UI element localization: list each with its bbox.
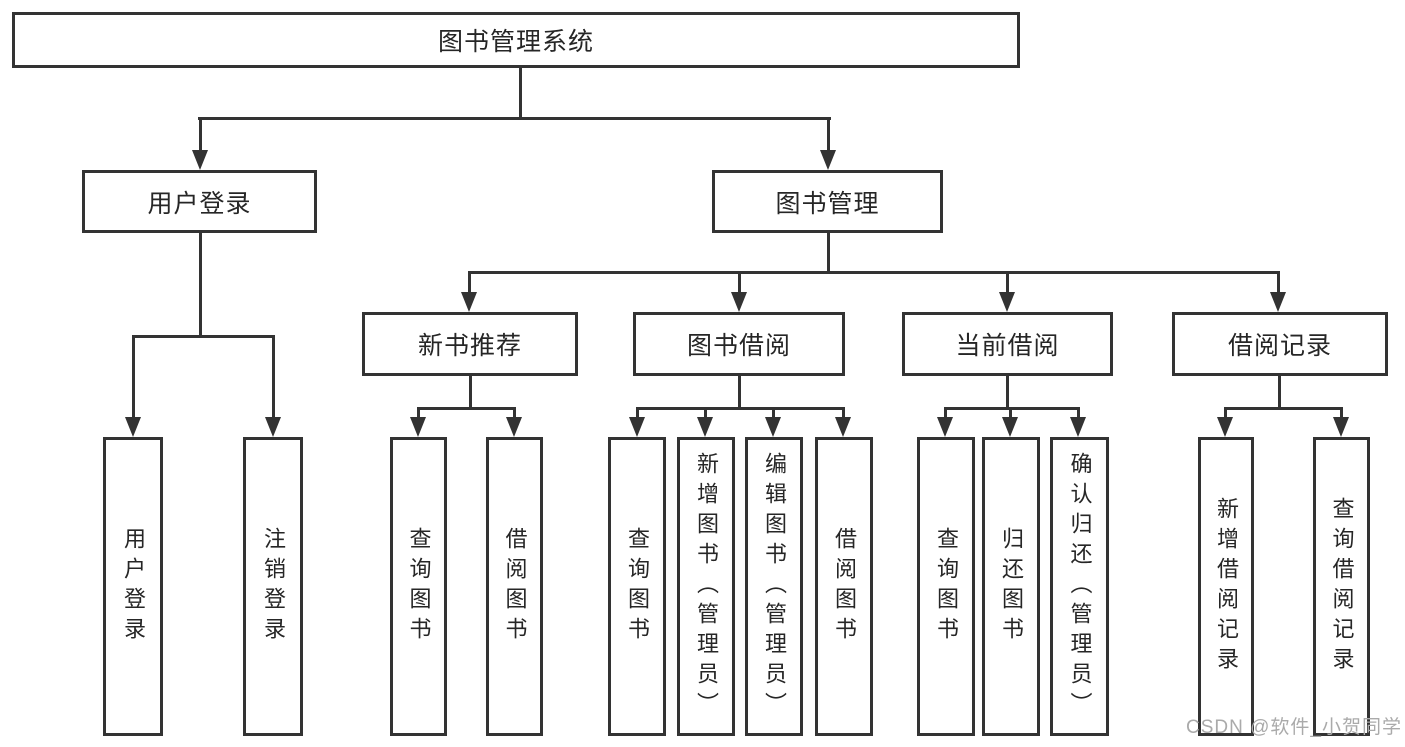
arrow-down-icon	[506, 417, 522, 437]
arrow-down-icon	[265, 417, 281, 437]
connector-stem	[513, 407, 516, 419]
leaf-label: 归还图书	[999, 526, 1024, 647]
arrow-down-icon	[1070, 417, 1086, 437]
connector-stem	[1009, 407, 1012, 419]
connector-new-books-rail	[417, 407, 516, 410]
connector-stem	[1224, 407, 1227, 419]
connector-stem-login-leaf	[132, 335, 135, 421]
node-user-login: 用户登录	[82, 170, 317, 233]
connector-stem-borrow-records	[1277, 271, 1280, 296]
leaf-label: 用户登录	[121, 526, 146, 647]
leaf-return-books: 归还图书	[982, 437, 1040, 736]
connector-stem-current-borrow	[1006, 271, 1009, 296]
leaf-label: 新增图书（管理员）	[694, 451, 719, 722]
leaf-query-books-3: 查询图书	[917, 437, 975, 736]
connector-stem	[417, 407, 420, 419]
arrow-down-icon	[1217, 417, 1233, 437]
leaf-user-login: 用户登录	[103, 437, 163, 736]
leaf-label: 确认归还（管理员）	[1067, 451, 1093, 722]
connector-root-drop	[519, 68, 522, 117]
arrow-down-icon	[999, 292, 1015, 312]
arrow-down-icon	[125, 417, 141, 437]
leaf-query-books-2: 查询图书	[608, 437, 666, 736]
connector-stem	[636, 407, 639, 419]
leaf-add-borrow-record: 新增借阅记录	[1198, 437, 1254, 736]
connector-book-mgmt-drop	[827, 233, 830, 271]
arrow-down-icon	[1002, 417, 1018, 437]
leaf-label: 查询图书	[406, 526, 432, 647]
arrow-down-icon	[192, 150, 208, 170]
leaf-label: 借阅图书	[832, 526, 857, 647]
leaf-logout: 注销登录	[243, 437, 303, 736]
leaf-label: 借阅图书	[502, 526, 528, 647]
connector-stem	[944, 407, 947, 419]
csdn-watermark: CSDN @软件_小贺同学	[1186, 717, 1402, 738]
node-current-borrowing: 当前借阅	[902, 312, 1113, 376]
leaf-add-books-admin: 新增图书（管理员）	[677, 437, 735, 736]
connector-new-books-drop	[469, 376, 472, 407]
leaf-edit-books-admin: 编辑图书（管理员）	[745, 437, 803, 736]
connector-stem-logout-leaf	[272, 335, 275, 421]
connector-stem	[772, 407, 775, 419]
leaf-query-borrow-record: 查询借阅记录	[1313, 437, 1370, 736]
node-borrowing-records: 借阅记录	[1172, 312, 1388, 376]
connector-stem-book-management	[827, 117, 830, 155]
leaf-confirm-return-admin: 确认归还（管理员）	[1050, 437, 1109, 736]
leaf-borrow-books-2: 借阅图书	[815, 437, 873, 736]
arrow-down-icon	[1333, 417, 1349, 437]
node-book-borrowing: 图书借阅	[633, 312, 845, 376]
leaf-label: 查询图书	[934, 526, 959, 647]
leaf-label: 注销登录	[261, 526, 286, 647]
leaf-label: 编辑图书（管理员）	[762, 451, 787, 722]
arrow-down-icon	[629, 417, 645, 437]
connector-stem	[704, 407, 707, 419]
connector-stem-user-login	[199, 117, 202, 155]
leaf-borrow-books-1: 借阅图书	[486, 437, 543, 736]
connector-book-borrow-drop	[738, 376, 741, 407]
leaf-label: 查询借阅记录	[1329, 496, 1355, 677]
arrow-down-icon	[835, 417, 851, 437]
arrow-down-icon	[697, 417, 713, 437]
node-book-management: 图书管理	[712, 170, 943, 233]
connector-user-login-drop	[199, 233, 202, 335]
connector-book-mgmt-rail	[468, 271, 1280, 274]
arrow-down-icon	[765, 417, 781, 437]
connector-current-borrow-drop	[1006, 376, 1009, 407]
arrow-down-icon	[937, 417, 953, 437]
arrow-down-icon	[410, 417, 426, 437]
leaf-query-books-1: 查询图书	[390, 437, 447, 736]
connector-borrow-records-rail	[1224, 407, 1342, 410]
connector-stem	[1077, 407, 1080, 419]
arrow-down-icon	[461, 292, 477, 312]
connector-stem	[842, 407, 845, 419]
connector-book-borrow-rail	[636, 407, 845, 410]
connector-stem-new-books	[468, 271, 471, 296]
arrow-down-icon	[731, 292, 747, 312]
leaf-label: 查询图书	[625, 526, 650, 647]
connector-root-rail	[198, 117, 831, 120]
connector-user-login-rail	[132, 335, 275, 338]
leaf-label: 新增借阅记录	[1214, 496, 1239, 677]
node-library-management-system: 图书管理系统	[12, 12, 1020, 68]
connector-borrow-records-drop	[1278, 376, 1281, 407]
connector-current-borrow-rail	[944, 407, 1080, 410]
arrow-down-icon	[1270, 292, 1286, 312]
connector-stem	[1340, 407, 1343, 419]
node-new-book-recommend: 新书推荐	[362, 312, 578, 376]
arrow-down-icon	[820, 150, 836, 170]
connector-stem-book-borrow	[738, 271, 741, 296]
